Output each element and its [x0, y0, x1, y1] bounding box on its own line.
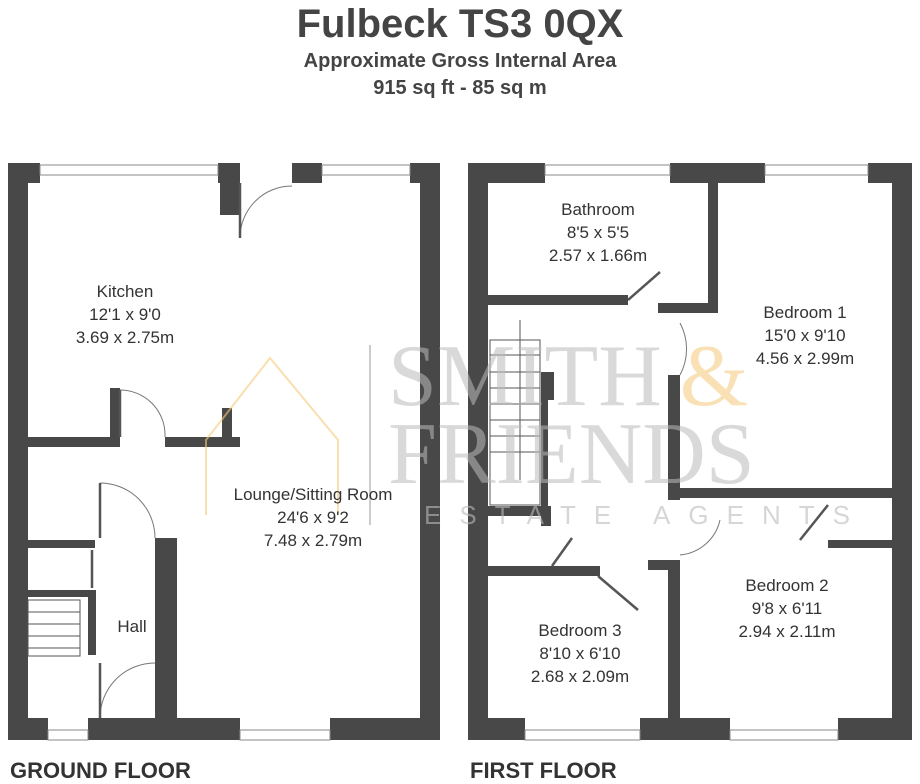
kitchen-imperial: 12'1 x 9'0 [89, 305, 161, 324]
room-bathroom: Bathroom 8'5 x 5'5 2.57 x 1.66m [549, 200, 647, 265]
bedroom-2-name: Bedroom 2 [745, 576, 828, 595]
ground-floor-label: GROUND FLOOR [10, 758, 191, 783]
bedroom-3-name: Bedroom 3 [538, 621, 621, 640]
room-lounge: Lounge/Sitting Room 24'6 x 9'2 7.48 x 2.… [234, 485, 393, 550]
watermark-logo: SMITH& FRIENDS ESTATE AGENTS [205, 328, 868, 530]
room-hall: Hall [117, 617, 146, 636]
room-bedroom-2: Bedroom 2 9'8 x 6'11 2.94 x 2.11m [738, 576, 835, 641]
bedroom-3-imperial: 8'10 x 6'10 [539, 644, 620, 663]
area-value: 915 sq ft - 85 sq m [373, 77, 547, 99]
bathroom-metric: 2.57 x 1.66m [549, 246, 647, 265]
room-bedroom-3: Bedroom 3 8'10 x 6'10 2.68 x 2.09m [531, 621, 629, 686]
kitchen-name: Kitchen [97, 282, 154, 301]
ground-floor-walls [8, 163, 440, 741]
lounge-metric: 7.48 x 2.79m [264, 531, 362, 550]
first-floor-walls [468, 163, 912, 741]
kitchen-metric: 3.69 x 2.75m [76, 328, 174, 347]
bedroom-2-imperial: 9'8 x 6'11 [752, 599, 822, 618]
lounge-name: Lounge/Sitting Room [234, 485, 393, 504]
watermark-ampersand: & [680, 328, 748, 425]
bedroom-3-metric: 2.68 x 2.09m [531, 667, 629, 686]
bedroom-1-metric: 4.56 x 2.99m [756, 349, 854, 368]
area-caption: Approximate Gross Internal Area [303, 50, 617, 72]
bathroom-imperial: 8'5 x 5'5 [567, 223, 629, 242]
watermark-friends: FRIENDS [388, 406, 755, 503]
bedroom-1-name: Bedroom 1 [763, 303, 846, 322]
room-bedroom-1: Bedroom 1 15'0 x 9'10 4.56 x 2.99m [756, 303, 854, 368]
watermark-smith: SMITH [388, 328, 662, 425]
bedroom-2-metric: 2.94 x 2.11m [738, 622, 835, 641]
lounge-imperial: 24'6 x 9'2 [277, 508, 349, 527]
watermark-estate-agents: ESTATE AGENTS [424, 500, 868, 530]
room-kitchen: Kitchen 12'1 x 9'0 3.69 x 2.75m [76, 282, 174, 347]
watermark-smith-and: SMITH& [388, 328, 748, 425]
property-title: Fulbeck TS3 0QX [296, 2, 624, 46]
bathroom-name: Bathroom [561, 200, 635, 219]
bedroom-1-imperial: 15'0 x 9'10 [764, 326, 845, 345]
first-floor-label: FIRST FLOOR [470, 758, 617, 783]
